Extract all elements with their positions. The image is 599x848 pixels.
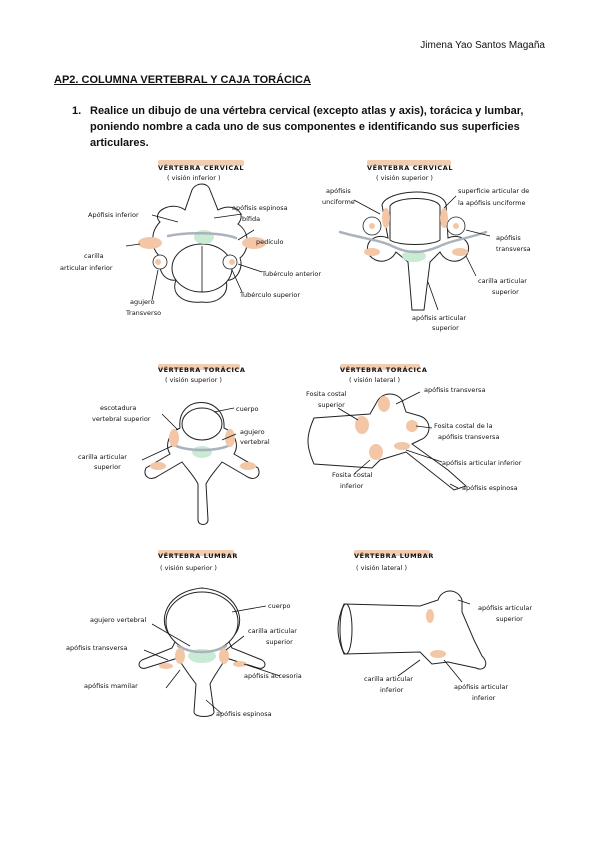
label-apofisis-espinosa-lumbar: apófisis espinosa — [216, 710, 272, 718]
label-fosita-inf-2: inferior — [340, 482, 364, 490]
label-apofisis-articular-2: superior — [432, 324, 459, 332]
cervical-inferior-figure: VÉRTEBRA CERVICAL ( visión inferior ) Ap… — [60, 160, 321, 317]
label-apofisis-mamilar: apófisis mamilar — [84, 682, 138, 690]
toracica-superior-subtitle: ( visión superior ) — [165, 376, 222, 384]
label-carilla-articular-lumbar-2: superior — [266, 638, 293, 646]
label-apofisis-articular-sup-2: superior — [496, 615, 523, 623]
lumbar-superior-title: VÉRTEBRA LUMBAR — [158, 551, 238, 560]
lumbar-lateral-title: VÉRTEBRA LUMBAR — [354, 551, 434, 560]
toracica-superior-figure: VÉRTEBRA TORÁCICA ( visión superior ) es… — [78, 364, 270, 525]
label-apofisis-espinosa: apófisis espinosa — [462, 484, 518, 492]
label-carilla: carilla — [84, 252, 104, 260]
label-apofisis-transversa-2: transversa — [496, 245, 531, 253]
label-bifida: bífida — [242, 215, 260, 223]
label-articular-inferior: articular inferior — [60, 264, 113, 272]
label-tuberculo-superior: Tubérculo superior — [239, 291, 300, 299]
label-tuberculo-anterior: Tubérculo anterior — [261, 270, 321, 278]
label-pediculo: pedículo — [256, 238, 284, 246]
label-apofisis-transversa-lumbar: apófisis transversa — [66, 644, 127, 652]
toracica-lateral-figure: VÉRTEBRA TORÁCICA ( visión lateral ) Fos… — [306, 364, 522, 492]
page-heading: AP2. COLUMNA VERTEBRAL Y CAJA TORÁCICA — [54, 74, 311, 86]
label-apofisis: apófisis — [326, 187, 351, 195]
question-block: 1. Realice un dibujo de una vértebra cer… — [72, 103, 542, 151]
label-carilla-articular-inf-1: carilla articular — [364, 675, 413, 683]
label-cuerpo: cuerpo — [236, 405, 258, 413]
lumbar-superior-figure: VÉRTEBRA LUMBAR ( visión superior ) aguj… — [66, 550, 302, 718]
toracica-lateral-title: VÉRTEBRA TORÁCICA — [340, 365, 428, 374]
label-fosita-transversa-1: Fosita costal de la — [434, 422, 493, 430]
label-apofisis-articular-sup-1: apófisis articular — [478, 604, 532, 612]
label-fosita-sup-2: superior — [318, 401, 345, 409]
label-escotadura-2: vertebral superior — [92, 415, 151, 423]
question-text: Realice un dibujo de una vértebra cervic… — [90, 105, 524, 149]
cervical-superior-title: VÉRTEBRA CERVICAL — [367, 163, 453, 172]
label-apofisis-articular-inferior: apófisis articular inferior — [442, 459, 522, 467]
label-carilla-1: carilla articular — [78, 453, 127, 461]
lumbar-lateral-subtitle: ( visión lateral ) — [356, 564, 407, 572]
question-number: 1. — [72, 105, 82, 117]
label-agujero: agujero — [130, 298, 155, 306]
toracica-superior-title: VÉRTEBRA TORÁCICA — [158, 365, 246, 374]
cervical-inferior-subtitle: ( visión inferior ) — [167, 174, 221, 182]
label-escotadura-1: escotadura — [100, 404, 136, 412]
label-apofisis-transversa-1: apófisis — [496, 234, 521, 242]
label-carilla-articular-1: carilla articular — [478, 277, 527, 285]
label-apofisis-transversa: apófisis transversa — [424, 386, 485, 394]
label-carilla-articular-lumbar-1: carilla articular — [248, 627, 297, 635]
author-name: Jimena Yao Santos Magaña — [420, 40, 545, 51]
label-superficie-1: superficie articular de — [458, 187, 529, 195]
label-superficie-2: la apófisis unciforme — [458, 199, 525, 207]
cervical-inferior-title: VÉRTEBRA CERVICAL — [158, 163, 244, 172]
toracica-lateral-subtitle: ( visión lateral ) — [349, 376, 400, 384]
label-unciforme: unciforme — [322, 198, 355, 206]
cervical-superior-figure: VÉRTEBRA CERVICAL ( visión superior ) ap… — [322, 160, 531, 332]
label-transverso: Transverso — [125, 309, 161, 317]
lumbar-lateral-figure: VÉRTEBRA LUMBAR ( visión lateral ) apófi… — [337, 550, 532, 702]
cervical-superior-subtitle: ( visión superior ) — [376, 174, 433, 182]
label-apofisis-inferior: Apófisis inferior — [88, 211, 139, 219]
label-agujero-vertebral: agujero vertebral — [90, 616, 146, 624]
label-apofisis-accesoria: apófisis accesoria — [244, 672, 302, 680]
label-fosita-inf-1: Fosita costal — [332, 471, 373, 479]
label-fosita-sup-1: Fosita costal — [306, 390, 347, 398]
label-apofisis-articular-1: apófisis articular — [412, 314, 466, 322]
label-carilla-articular-2: superior — [492, 288, 519, 296]
label-carilla-articular-inf-2: inferior — [380, 686, 404, 694]
label-fosita-transversa-2: apófisis transversa — [438, 433, 499, 441]
lumbar-superior-subtitle: ( visión superior ) — [160, 564, 217, 572]
label-apofisis-espinosa: apófisis espinosa — [232, 204, 288, 212]
label-apofisis-articular-inf-1: apófisis articular — [454, 683, 508, 691]
label-agujero-2: vertebral — [240, 438, 270, 446]
label-lumbar-cuerpo: cuerpo — [268, 602, 290, 610]
label-carilla-2: superior — [94, 463, 121, 471]
label-agujero-1: agujero — [240, 428, 265, 436]
label-apofisis-articular-inf-2: inferior — [472, 694, 496, 702]
